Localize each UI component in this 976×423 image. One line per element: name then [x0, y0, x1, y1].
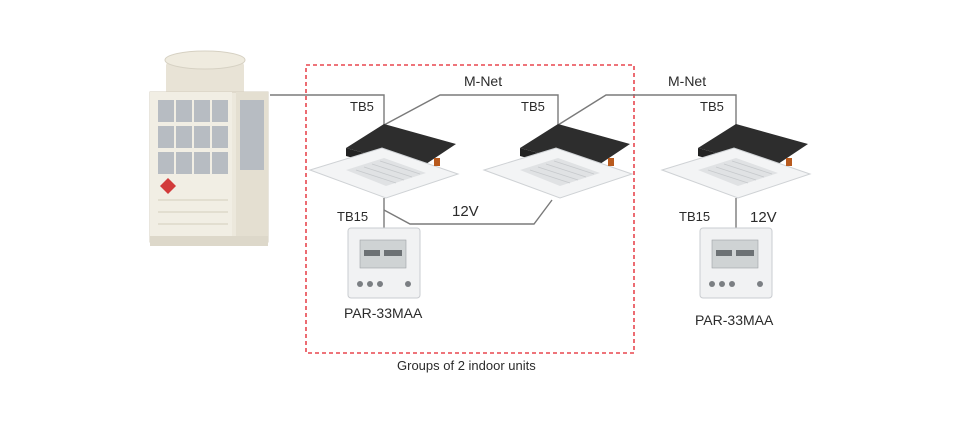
controller-2-icon — [699, 227, 773, 299]
voltage-label-2: 12V — [750, 209, 777, 226]
tb15-label-1: TB15 — [337, 209, 369, 224]
controller-model-label-2: PAR-33MAA — [695, 312, 774, 328]
tb5-label-2: TB5 — [521, 99, 545, 114]
indoor-unit-3-icon — [660, 124, 812, 199]
voltage-label-1: 12V — [452, 203, 479, 220]
indoor-unit-2-icon — [482, 124, 634, 199]
tb15-label-2: TB15 — [679, 209, 711, 224]
12v-wire — [383, 199, 553, 225]
mnet-wire-3 — [557, 94, 737, 126]
tb5-label-1: TB5 — [350, 99, 374, 114]
controller-model-label-1: PAR-33MAA — [344, 305, 423, 321]
mnet-wire-2 — [383, 94, 559, 126]
group-border — [305, 64, 635, 354]
wiring — [270, 94, 737, 228]
mnet-wire — [270, 94, 385, 125]
outdoor-unit-icon — [149, 50, 269, 246]
indoor-unit-1-icon — [308, 124, 460, 199]
tb5-label-3: TB5 — [700, 99, 724, 114]
group-caption: Groups of 2 indoor units — [397, 358, 536, 373]
mnet-label-1: M-Net — [464, 73, 503, 89]
mnet-label-2: M-Net — [668, 73, 707, 89]
controller-1-icon — [347, 227, 421, 299]
